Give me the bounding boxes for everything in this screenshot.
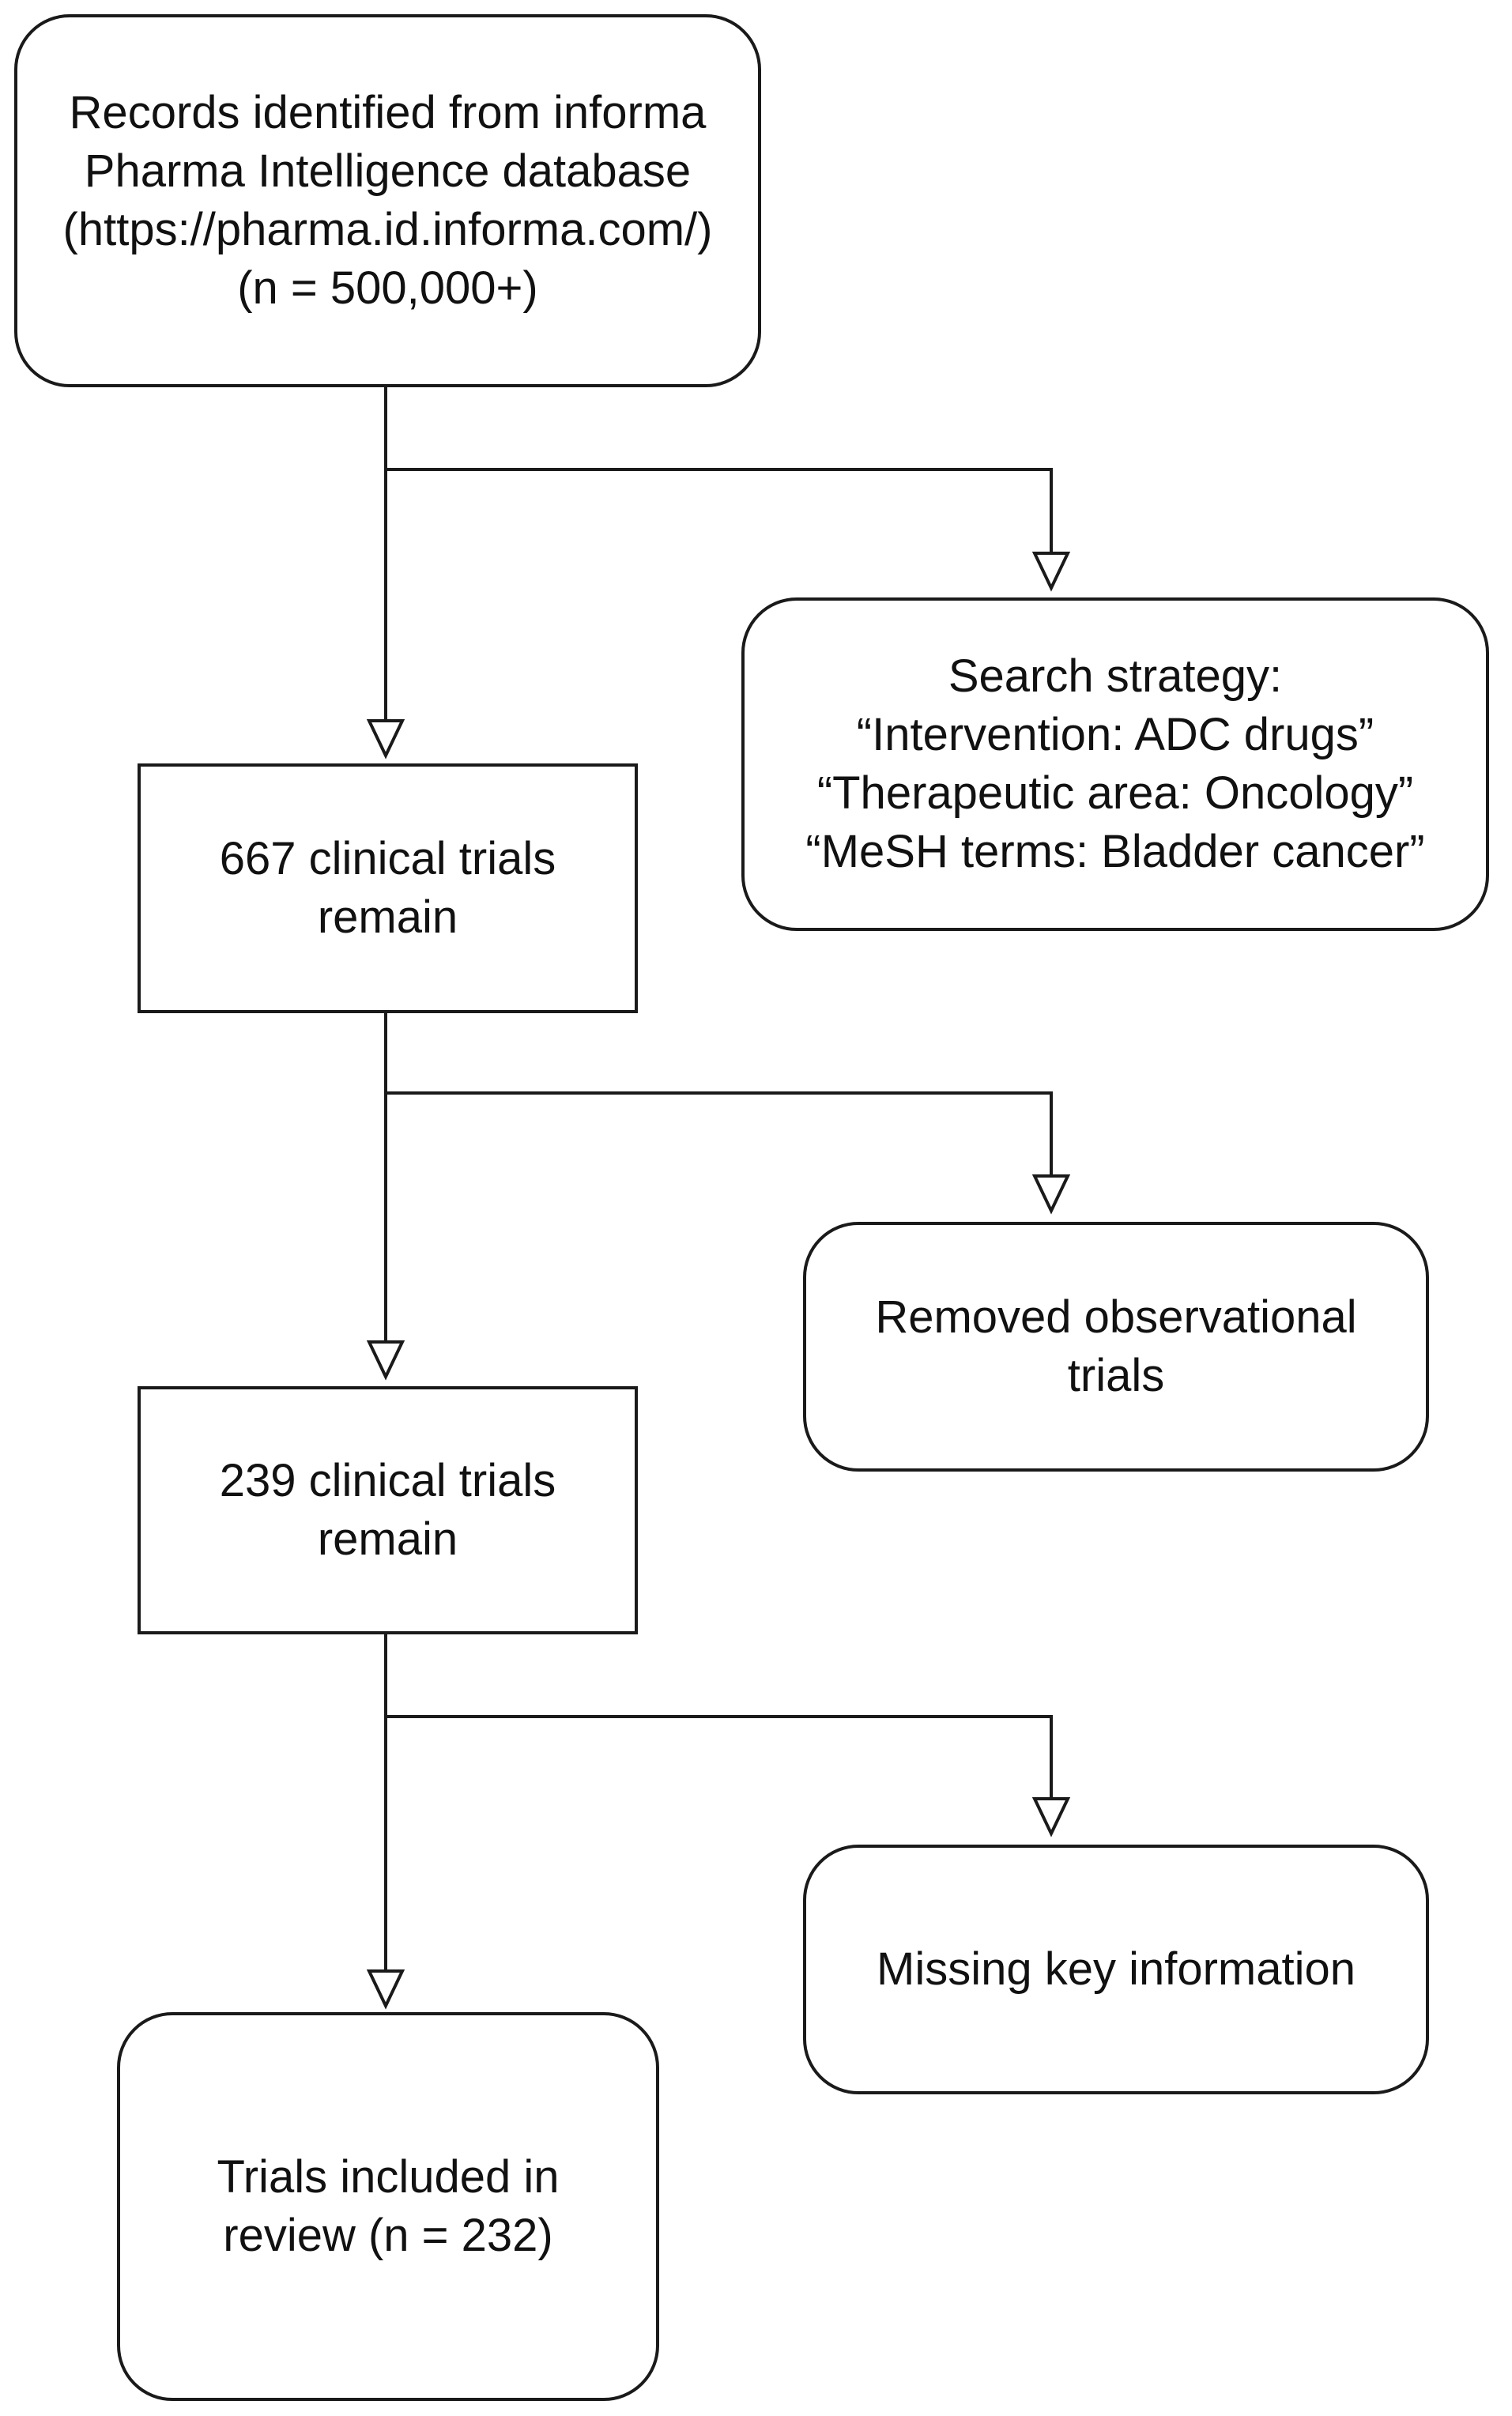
arrowhead-to-removed-observational: [1031, 1174, 1071, 1215]
search-strategy-box: Search strategy: “Intervention: ADC drug…: [741, 597, 1489, 931]
search-strategy-line-4: “MeSH terms: Bladder cancer”: [805, 826, 1425, 877]
records-line-3: (https://pharma.id.informa.com/): [62, 204, 713, 255]
records-line-1: Records identified from informa: [69, 87, 707, 138]
removed-observational-line-1: Removed observational: [875, 1291, 1357, 1343]
records-line-4: (n = 500,000+): [237, 262, 538, 314]
arrowhead-to-missing-info: [1031, 1797, 1071, 1837]
removed-observational-box: Removed observational trials: [803, 1222, 1429, 1472]
included-line-1: Trials included in: [217, 2151, 560, 2203]
search-strategy-line-3: “Therapeutic area: Oncology”: [816, 767, 1414, 819]
records-line-2: Pharma Intelligence database: [84, 145, 692, 197]
remain-239-line-1: 239 clinical trials: [219, 1455, 556, 1506]
remain-239-line-2: remain: [317, 1513, 458, 1565]
records-identified-box: Records identified from informa Pharma I…: [14, 14, 761, 387]
included-line-2: review (n = 232): [223, 2210, 553, 2261]
search-strategy-line-1: Search strategy:: [948, 650, 1283, 702]
search-strategy-line-2: “Intervention: ADC drugs”: [856, 709, 1374, 760]
arrowhead-to-239: [366, 1340, 405, 1381]
remain-239-box: 239 clinical trials remain: [138, 1386, 638, 1634]
arrowhead-to-included: [366, 1969, 405, 2010]
removed-observational-line-2: trials: [1067, 1350, 1165, 1401]
remain-667-line-2: remain: [317, 891, 458, 943]
arrowhead-to-search-strategy: [1031, 552, 1071, 592]
connector-branch-search-strategy: [386, 468, 1053, 553]
connector-branch-removed-observational: [386, 1091, 1053, 1176]
connector-branch-missing-info: [386, 1715, 1053, 1799]
remain-667-box: 667 clinical trials remain: [138, 763, 638, 1013]
missing-key-info-line-1: Missing key information: [877, 1943, 1356, 1995]
trials-included-box: Trials included in review (n = 232): [117, 2012, 659, 2401]
remain-667-line-1: 667 clinical trials: [219, 833, 556, 884]
missing-key-info-box: Missing key information: [803, 1845, 1429, 2094]
arrowhead-to-667: [366, 719, 405, 759]
